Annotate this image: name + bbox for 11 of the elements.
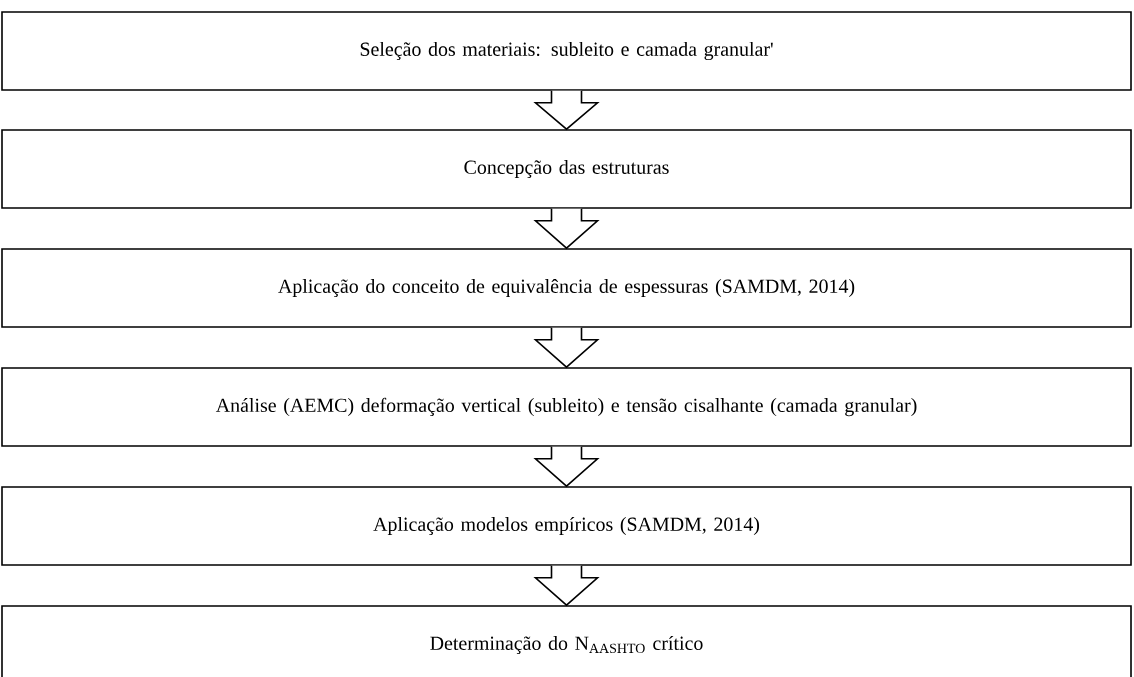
process-box: Concepção das estruturas xyxy=(1,129,1132,209)
block-arrow xyxy=(533,208,600,250)
block-arrow xyxy=(533,446,600,488)
process-box: Aplicação do conceito de equivalência de espessuras (SAMDM, 2014) xyxy=(1,248,1132,328)
process-box: Seleção dos materiais: subleito e camada granular' xyxy=(1,11,1132,91)
process-box: Aplicação modelos empíricos (SAMDM, 2014) xyxy=(1,486,1132,566)
process-box: Determinação do N$_{AASHTO}$ crítico xyxy=(1,605,1132,677)
block-arrow xyxy=(533,327,600,369)
process-box: Análise (AEMC) deformação vertical (subleito) e tensão cisalhante (camada granular) xyxy=(1,367,1132,447)
block-arrow xyxy=(533,90,600,131)
block-arrow xyxy=(533,565,600,607)
